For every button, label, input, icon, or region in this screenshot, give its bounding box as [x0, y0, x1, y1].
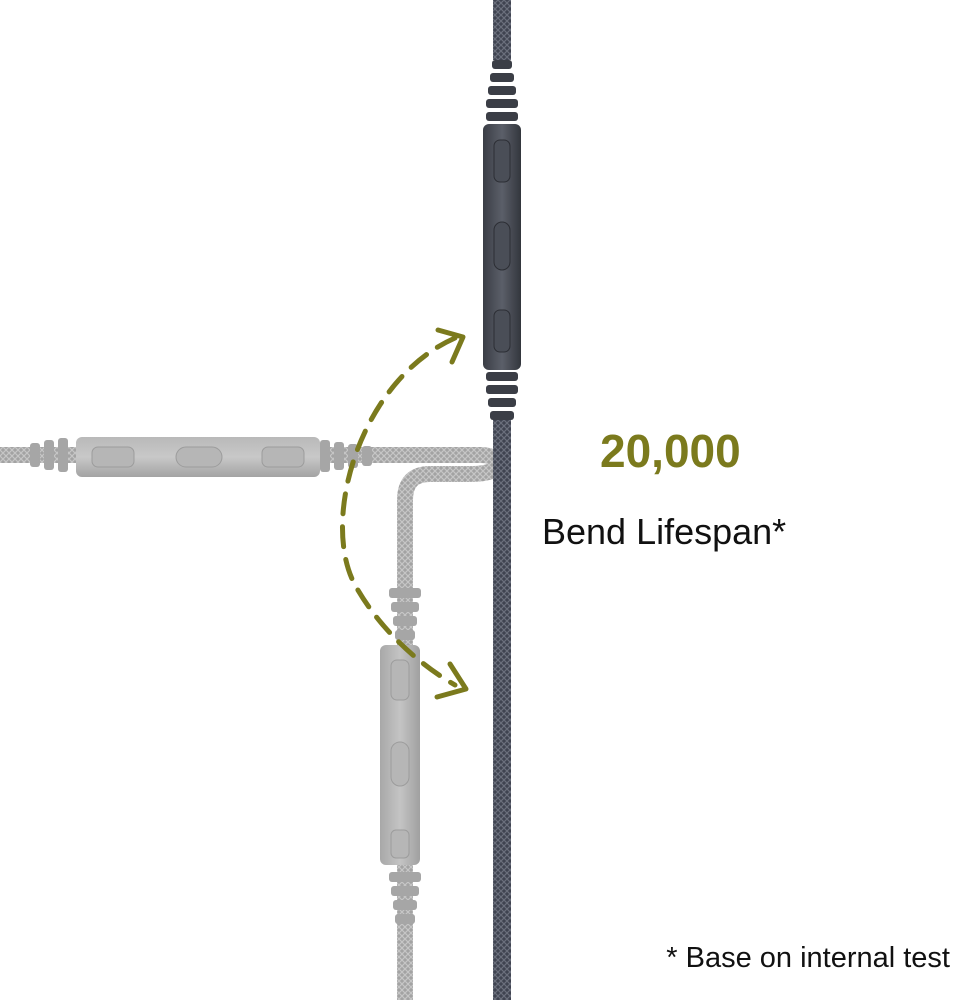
- faded-strain-relief-left: [30, 438, 372, 472]
- main-strain-relief: [486, 60, 518, 420]
- faded-strain-relief-lower: [389, 588, 421, 924]
- main-cable-upright: [483, 0, 521, 1000]
- faded-cable-down: [380, 458, 508, 1000]
- bend-lifespan-label: Bend Lifespan*: [542, 511, 787, 552]
- bend-arrow-icon: [340, 327, 469, 700]
- bend-count-number: 20,000: [600, 425, 741, 477]
- internal-test-footnote: * Base on internal test: [666, 942, 950, 974]
